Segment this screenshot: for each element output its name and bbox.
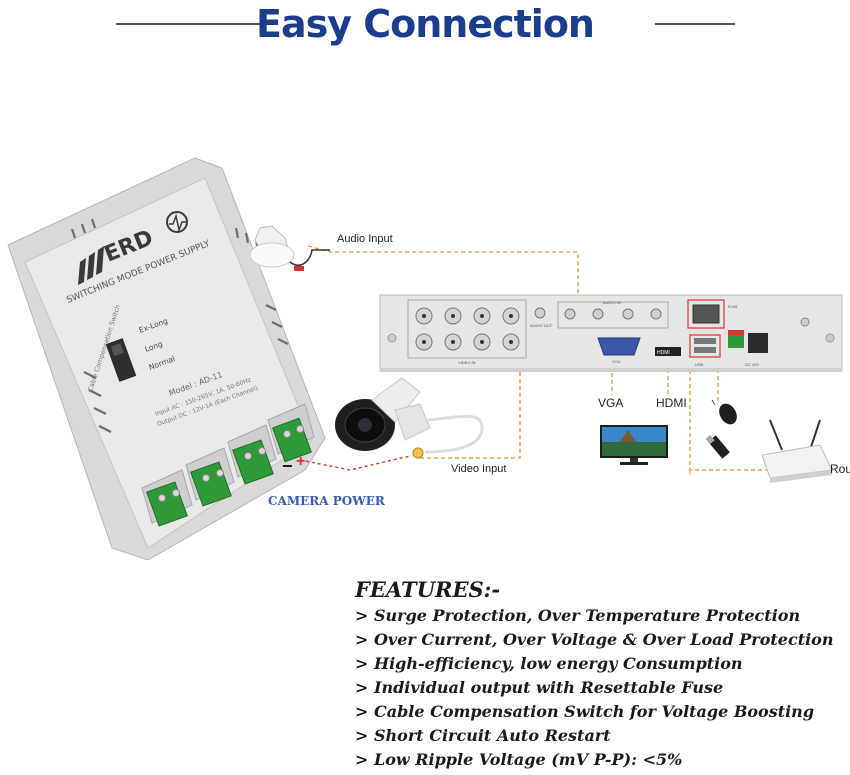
title-divider-left [116, 23, 274, 25]
svg-text:AUDIO OUT: AUDIO OUT [530, 323, 553, 328]
page-title: Easy Connection [256, 2, 595, 46]
feature-item: > Individual output with Resettable Fuse [355, 678, 724, 697]
feature-item: > Cable Compensation Switch for Voltage … [355, 702, 814, 721]
feature-item: > Surge Protection, Over Temperature Pro… [355, 606, 801, 625]
svg-text:VIDEO IN: VIDEO IN [458, 360, 476, 365]
power-supply-unit: ERD SWITCHING MODE POWER SUPPLY Cable Co… [7, 157, 326, 560]
feature-item: > Short Circuit Auto Restart [355, 726, 611, 745]
feature-item: > Low Ripple Voltage (mV P-P): <5% [355, 750, 683, 769]
hdmi-label: HDMI [656, 396, 687, 410]
features-section: FEATURES:- > Surge Protection, Over Temp… [355, 577, 833, 772]
svg-text:AUDIO IN: AUDIO IN [603, 300, 621, 305]
vga-label: VGA [598, 396, 624, 410]
video-input-label: Video Input [451, 463, 507, 475]
dvr-recorder: VIDEO IN AUDIO OUT AUDIO IN VGA HDMI RJ4… [379, 294, 843, 372]
camera-power-label: CAMERA POWER [268, 494, 385, 508]
polarity-plus: + [296, 453, 305, 470]
microphone-icon [249, 225, 330, 271]
usb-drive-icon [705, 434, 730, 459]
connection-diagram: ERD SWITCHING MODE POWER SUPPLY Cable Co… [7, 157, 843, 560]
audio-input-label: Audio Input [337, 233, 393, 245]
feature-item: > High-efficiency, low energy Consumptio… [355, 654, 743, 673]
monitor-icon [600, 425, 668, 465]
features-heading: FEATURES:- [355, 577, 501, 602]
polarity-minus: − [282, 456, 293, 476]
router-label: Rou [830, 462, 850, 476]
svg-text:RJ45: RJ45 [728, 304, 738, 309]
mouse-icon [711, 399, 737, 425]
title-divider-right [655, 23, 735, 25]
svg-text:USB: USB [695, 362, 704, 367]
feature-item: > Over Current, Over Voltage & Over Load… [355, 630, 834, 649]
svg-text:DC 12V: DC 12V [745, 362, 759, 367]
svg-text:HDMI: HDMI [657, 350, 670, 356]
router-icon [761, 419, 833, 483]
svg-text:VGA: VGA [612, 359, 621, 364]
camera-icon [335, 377, 484, 459]
